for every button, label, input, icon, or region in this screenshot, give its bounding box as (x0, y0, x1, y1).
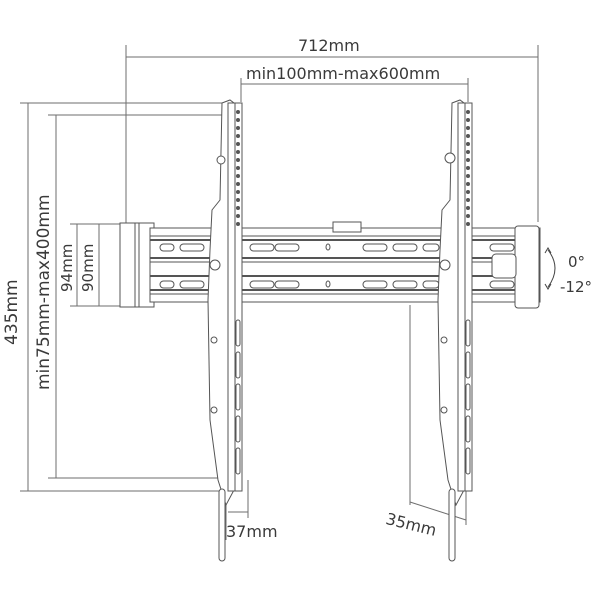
plate-slots (159, 243, 515, 289)
wall-plate (119, 221, 541, 309)
vesa-width-dimension (240, 78, 469, 102)
vesa-width-label: min100mm-max600mm (246, 64, 441, 83)
right-depth-dimension (409, 305, 467, 525)
overall-width-label: 712mm (298, 36, 360, 55)
overall-height-label: 435mm (2, 279, 22, 345)
plate-inner-height-label: 90mm (79, 243, 97, 292)
tilt-arc-icon (544, 247, 556, 290)
vesa-height-dimension (48, 114, 225, 479)
overall-height-dimension (20, 102, 240, 492)
right-mounting-arm (437, 99, 473, 562)
overall-width-dimension (125, 45, 539, 225)
plate-outer-height-label: 94mm (58, 243, 76, 292)
tilt-max-label: 0° (568, 253, 586, 271)
vesa-height-label: min75mm-max400mm (34, 194, 54, 390)
left-mounting-arm (207, 99, 243, 562)
left-depth-label: 37mm (226, 522, 278, 541)
tilt-min-label: -12° (560, 278, 592, 296)
